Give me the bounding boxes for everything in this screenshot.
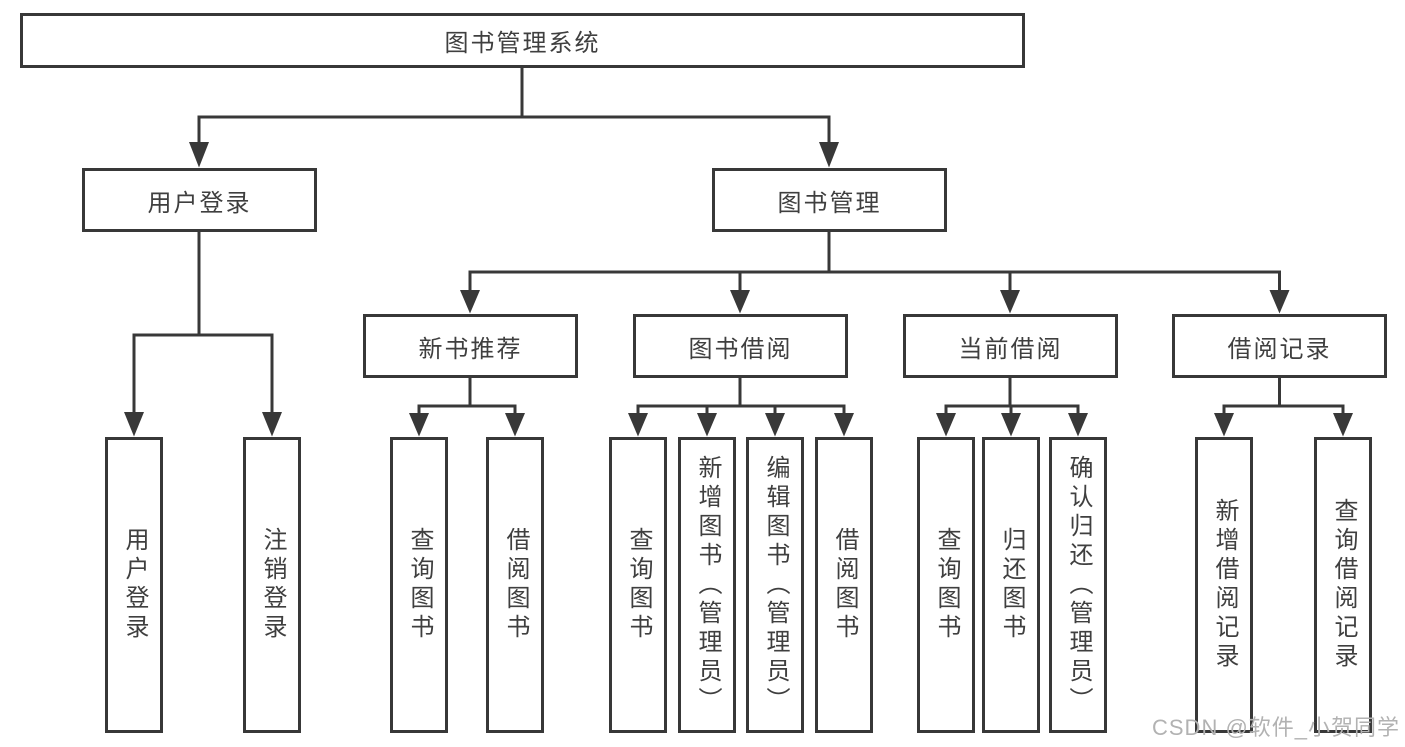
- node-leaf-cb-query-books: 查询图书: [917, 437, 975, 733]
- connector-root: [189, 68, 839, 168]
- node-leaf-cb-return-books: 归还图书: [982, 437, 1040, 733]
- connector-book-borrowing: [628, 378, 854, 437]
- node-leaf-logout-action: 注销登录: [243, 437, 301, 733]
- connector-current-borrowing: [936, 378, 1088, 437]
- node-leaf-bb-query-books: 查询图书: [609, 437, 667, 733]
- connector-user-login: [124, 232, 282, 437]
- connector-borrowing-records: [1214, 378, 1353, 437]
- node-book-borrowing: 图书借阅: [633, 314, 848, 378]
- node-leaf-bb-edit-books-admin: 编辑图书（管理员）: [746, 437, 804, 733]
- watermark-text: CSDN @软件_小贺同学: [1152, 715, 1401, 740]
- node-leaf-nbr-borrow-books: 借阅图书: [486, 437, 544, 733]
- connector-book-management: [460, 232, 1290, 314]
- node-leaf-bb-borrow-books: 借阅图书: [815, 437, 873, 733]
- node-user-login: 用户登录: [82, 168, 317, 232]
- node-book-management: 图书管理: [712, 168, 947, 232]
- node-leaf-br-add-record: 新增借阅记录: [1195, 437, 1253, 733]
- connector-new-book-recommend: [409, 378, 525, 437]
- node-root-library-system: 图书管理系统: [20, 13, 1025, 68]
- node-leaf-nbr-query-books: 查询图书: [390, 437, 448, 733]
- node-current-borrowing: 当前借阅: [903, 314, 1118, 378]
- node-borrowing-records: 借阅记录: [1172, 314, 1387, 378]
- node-new-book-recommend: 新书推荐: [363, 314, 578, 378]
- node-leaf-br-query-record: 查询借阅记录: [1314, 437, 1372, 733]
- node-leaf-cb-confirm-return-admin: 确认归还（管理员）: [1049, 437, 1107, 733]
- node-leaf-user-login-action: 用户登录: [105, 437, 163, 733]
- node-leaf-bb-add-books-admin: 新增图书（管理员）: [678, 437, 736, 733]
